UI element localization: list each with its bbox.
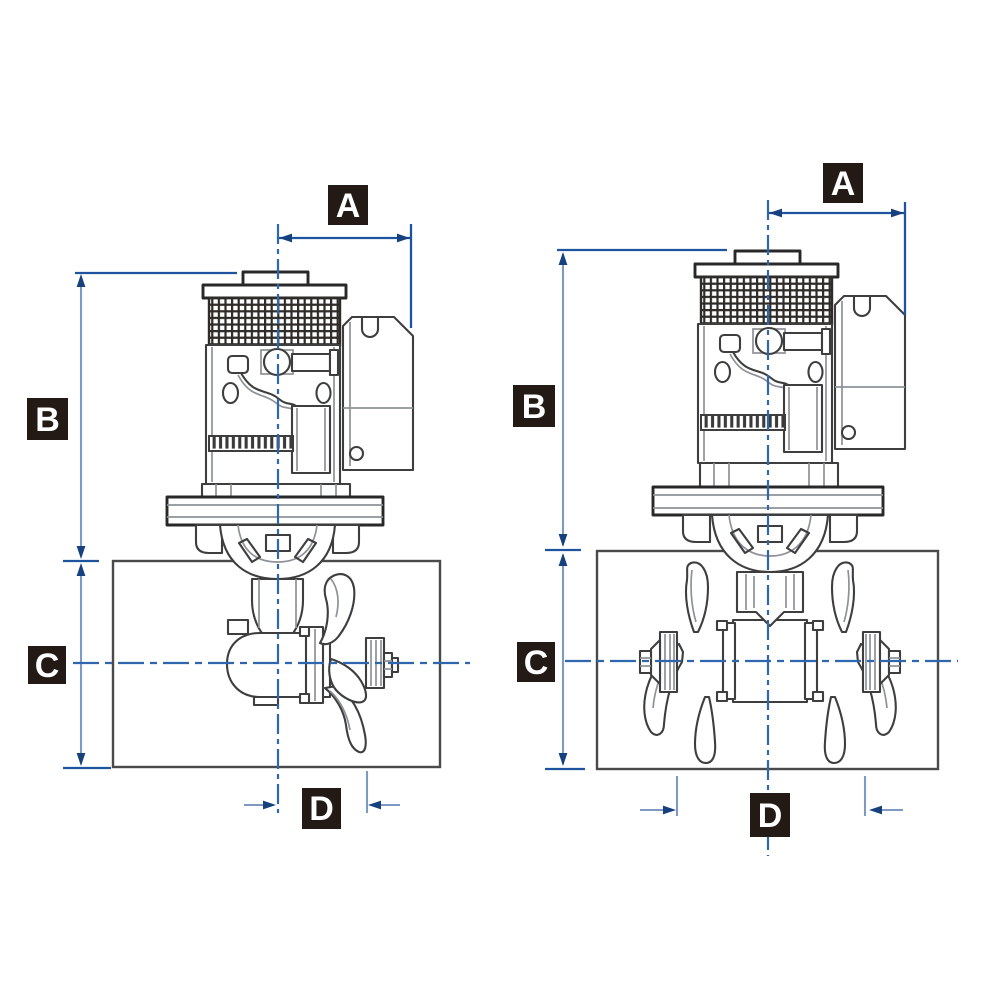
dim-label-b: B — [513, 385, 555, 427]
dim-label-a: A — [328, 185, 368, 225]
mounting-feet — [200, 482, 352, 499]
controller-box — [341, 315, 415, 472]
dimension-b — [63, 271, 237, 563]
dim-label-a-box — [823, 163, 863, 203]
cooling-grille — [207, 296, 342, 347]
dimension-c — [63, 563, 111, 770]
twin-prop-view: A B C D — [513, 163, 958, 856]
dim-label-b-text: B — [522, 388, 547, 426]
motor-assembly — [201, 270, 415, 486]
gear-leg — [735, 570, 805, 628]
terminal-strip — [208, 435, 294, 452]
gear-housing — [681, 513, 859, 574]
dimension-d — [244, 771, 400, 813]
dim-label-b-text: B — [35, 401, 60, 439]
dim-label-a-box — [328, 185, 368, 225]
mounting-flange — [165, 495, 385, 527]
dim-label-c: C — [28, 646, 66, 685]
dim-label-a: A — [823, 163, 863, 203]
dim-label-d-box — [750, 793, 790, 837]
dim-label-d-box — [302, 788, 341, 829]
dim-label-c-box — [517, 642, 555, 682]
dimension-a — [278, 224, 413, 328]
dim-label-c-text: C — [524, 644, 549, 682]
dim-label-b: B — [27, 398, 68, 440]
dimension-a — [768, 202, 907, 315]
dim-label-c-text: C — [35, 647, 60, 685]
dim-label-c: C — [517, 642, 555, 682]
dimension-d — [640, 776, 903, 816]
propeller — [318, 573, 368, 754]
dim-label-d-text: D — [309, 790, 334, 828]
motor-assembly — [693, 249, 907, 465]
dim-label-c-box — [28, 646, 66, 684]
dimension-b — [545, 248, 727, 552]
single-prop-view: A B C D — [27, 185, 470, 829]
gear-pod — [715, 618, 825, 704]
dim-label-b-box — [27, 398, 68, 440]
dimension-c — [545, 553, 585, 771]
dim-label-b-box — [513, 385, 555, 427]
dim-label-a-text: A — [831, 165, 856, 203]
dim-label-a-text: A — [336, 187, 361, 225]
dim-label-d: D — [750, 793, 790, 837]
dim-label-d-text: D — [758, 797, 783, 835]
dim-label-d: D — [302, 788, 341, 829]
